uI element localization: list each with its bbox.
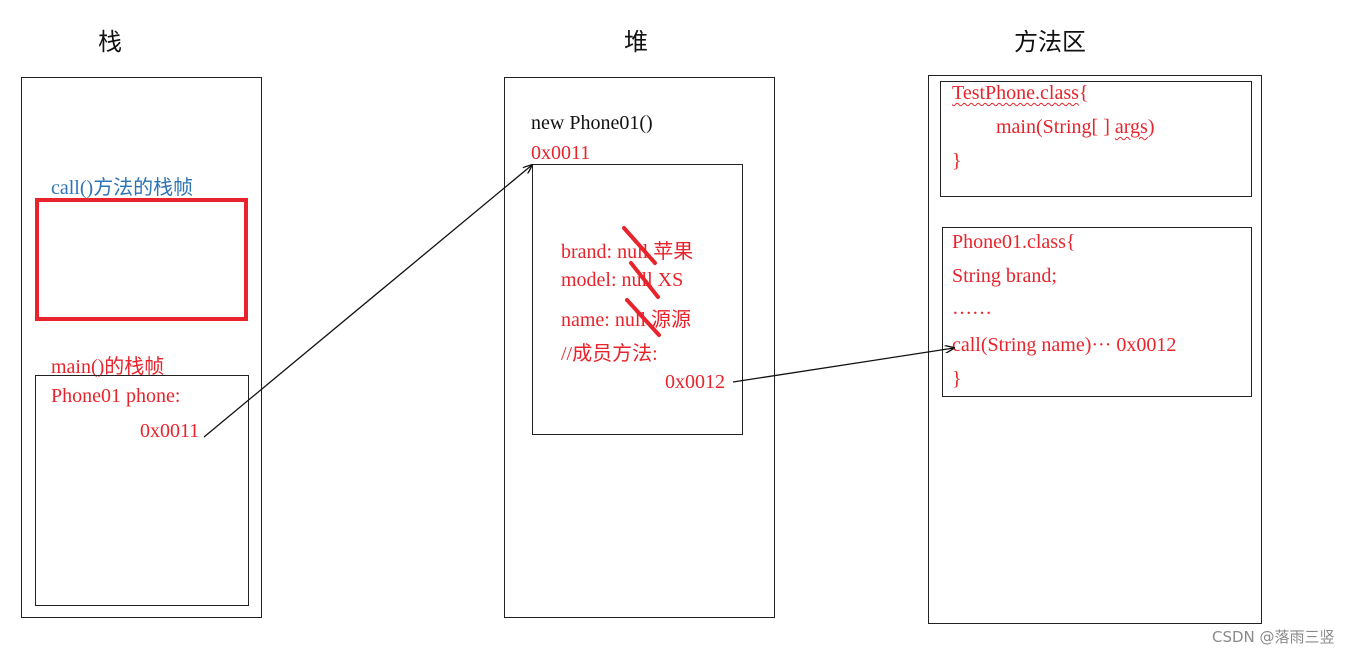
main-frame-label: main()的栈帧 xyxy=(51,356,165,378)
method-area-heading: 方法区 xyxy=(1014,28,1086,56)
member-method-comment: //成员方法: xyxy=(561,343,658,365)
phone01-close-brace: } xyxy=(952,368,962,390)
new-phone-expression: new Phone01() xyxy=(531,112,653,134)
field-brand-key: brand: xyxy=(561,241,613,263)
testphone-class-header: TestPhone.class{ xyxy=(952,82,1089,105)
testphone-class-box xyxy=(940,81,1252,197)
field-brand-old-value: null xyxy=(617,241,649,263)
phone-reference-value: 0x0011 xyxy=(140,420,200,442)
testphone-open-brace: { xyxy=(1078,82,1089,104)
call-frame-label: call()方法的栈帧 xyxy=(51,177,194,199)
field-name-new-value: 源源 xyxy=(651,309,691,331)
testphone-close-brace: } xyxy=(952,150,962,172)
stack-heading: 栈 xyxy=(98,28,122,56)
call-method-entry: call(String name)··· 0x0012 xyxy=(952,334,1177,356)
field-model-key: model: xyxy=(561,269,617,291)
call-frame xyxy=(35,198,248,321)
member-method-reference: 0x0012 xyxy=(665,371,725,393)
phone-variable: Phone01 phone: xyxy=(51,385,181,407)
field-declaration: String brand; xyxy=(952,265,1057,287)
field-model-new-value: XS xyxy=(657,269,684,291)
heap-object-address: 0x0011 xyxy=(531,142,591,164)
watermark: CSDN @落雨三竖 xyxy=(1212,628,1335,646)
phone-object xyxy=(532,164,743,435)
field-model-old-value: null xyxy=(621,269,653,291)
heap-heading: 堆 xyxy=(624,28,648,56)
main-sig-args: args xyxy=(1114,116,1148,138)
phone01-class-header: Phone01.class{ xyxy=(952,231,1076,253)
field-name-key: name: xyxy=(561,309,610,331)
field-brand-new-value: 苹果 xyxy=(653,241,694,263)
main-sig-prefix: main(String[ ] xyxy=(996,116,1115,138)
field-brand: brand: null 苹果 xyxy=(561,235,693,264)
testphone-class-name: TestPhone.class xyxy=(952,82,1079,104)
phone01-class-box xyxy=(942,227,1252,397)
field-name: name: null 源源 xyxy=(561,303,691,332)
field-model: model: null XS xyxy=(561,269,683,292)
main-method-signature: main(String[ ] args) xyxy=(996,116,1155,139)
main-sig-suffix: ) xyxy=(1147,116,1155,138)
ellipsis: …… xyxy=(952,297,992,319)
field-name-old-value: null xyxy=(614,309,646,331)
main-frame xyxy=(35,375,249,606)
